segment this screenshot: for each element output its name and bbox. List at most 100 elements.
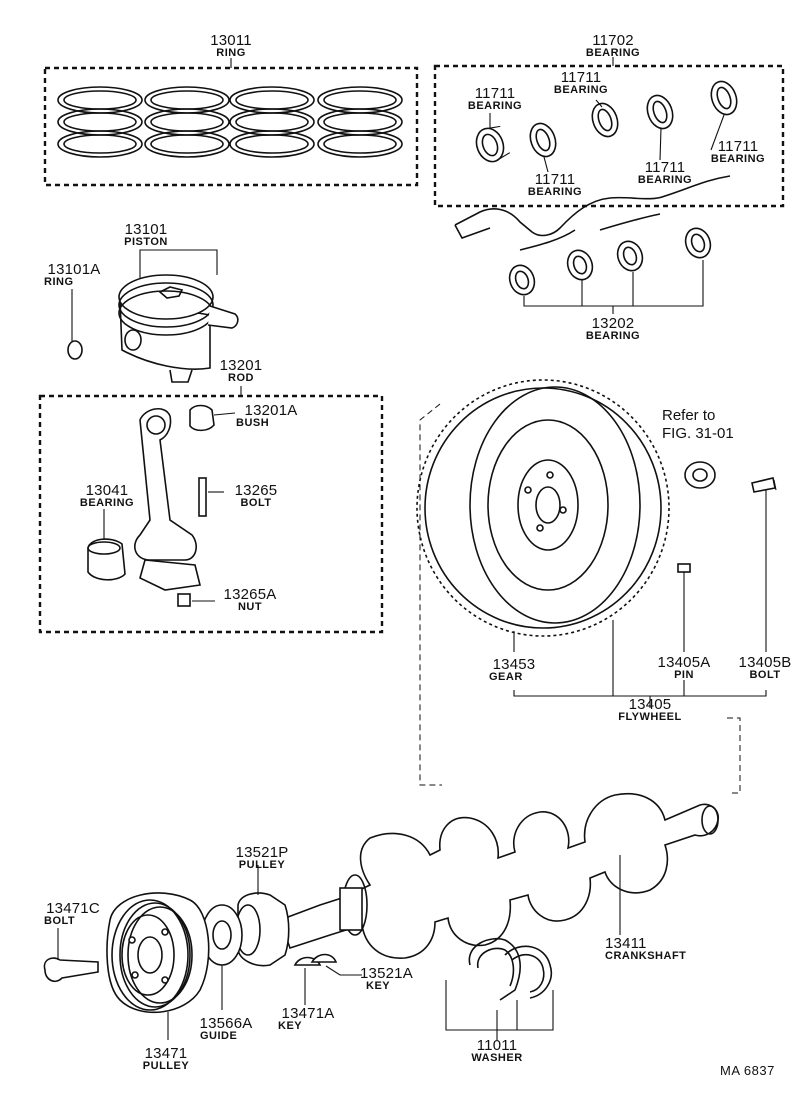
part-label-pulley-bolt: 13471C BOLT [38, 901, 108, 927]
part-name: KEY [278, 1020, 303, 1032]
part-label-key-13521a: 13521A KEY [360, 966, 430, 992]
part-label-flywheel-pin: 13405A PIN [649, 655, 719, 681]
part-number: 13041 [85, 482, 129, 499]
part-name: GUIDE [200, 1030, 238, 1042]
part-label-main-bearing-d: 11711 BEARING [630, 160, 700, 186]
part-label-flywheel: 13405 FLYWHEEL [605, 697, 695, 723]
part-number: 13405A [657, 654, 711, 671]
part-label-rod-bearing: 13041 BEARING [72, 483, 142, 509]
part-label-washer: 11011 WASHER [462, 1038, 532, 1064]
part-name: GEAR [489, 671, 523, 683]
crankshaft-shadow [454, 175, 731, 251]
part-number: 11711 [474, 85, 516, 102]
part-number: 11711 [534, 171, 576, 188]
part-number: 13201 [219, 357, 263, 374]
part-label-crank-pulley: 13521P PULLEY [227, 845, 297, 871]
part-label-flywheel-bolt: 13405B BOLT [730, 655, 800, 681]
part-number: 13453 [492, 656, 536, 673]
part-number: 11711 [717, 138, 759, 155]
part-number: 11702 [592, 32, 634, 49]
flywheel-drawing [416, 379, 777, 708]
piston-ring-stacks [57, 86, 403, 158]
part-name: RING [216, 47, 246, 59]
figure-code: MA 6837 [720, 1063, 775, 1078]
part-name: WASHER [471, 1052, 523, 1064]
part-label-ring-set: 13011 RING [201, 33, 261, 59]
part-name: BEARING [467, 100, 523, 112]
part-number: 13521P [235, 844, 289, 861]
part-number: 13265 [234, 482, 278, 499]
ring-set-box [43, 58, 419, 187]
part-name: BEARING [553, 84, 609, 96]
part-label-lower-bearing: 13202 BEARING [578, 316, 648, 342]
part-name: FLYWHEEL [618, 711, 682, 723]
reference-line-2: FIG. 31-01 [662, 425, 734, 442]
part-name: BEARING [710, 153, 766, 165]
part-number: 13202 [591, 315, 635, 332]
crank-pulley-drawing [201, 865, 362, 1010]
part-number: 11711 [560, 69, 602, 86]
part-name: PULLEY [142, 1060, 190, 1072]
part-label-rod-nut: 13265A NUT [215, 587, 285, 613]
part-name: CRANKSHAFT [605, 950, 687, 962]
part-name: BEARING [585, 330, 641, 342]
part-name: KEY [366, 980, 391, 992]
part-label-main-bearing-e: 11711 BEARING [703, 139, 773, 165]
part-number: 11711 [644, 159, 686, 176]
crankshaft-drawing [278, 793, 720, 959]
connecting-rod-drawing [87, 404, 236, 607]
part-label-main-bearing-c: 11711 BEARING [520, 172, 590, 198]
reference-line-1: Refer to [662, 407, 716, 424]
part-name: BOLT [240, 497, 272, 509]
part-number: 13471 [144, 1045, 188, 1062]
part-name: RING [44, 276, 74, 288]
part-number: 13101A [47, 261, 101, 278]
part-label-main-bearing-a: 11711 BEARING [460, 86, 530, 112]
part-label-pulley: 13471 PULLEY [131, 1046, 201, 1072]
part-label-piston: 13101 PISTON [111, 222, 181, 248]
part-number: 13566A [199, 1015, 253, 1032]
part-label-rod: 13201 ROD [211, 358, 271, 384]
part-name: BOLT [749, 669, 781, 681]
part-name: BEARING [585, 47, 641, 59]
thrust-washers-drawing [445, 938, 554, 1040]
part-name: ROD [228, 372, 254, 384]
part-name: PULLEY [238, 859, 286, 871]
part-name: BEARING [79, 497, 135, 509]
piston-drawing [67, 249, 239, 383]
part-name: BUSH [236, 417, 270, 429]
part-name: PISTON [124, 236, 168, 248]
part-label-main-bearing-b: 11711 BEARING [546, 70, 616, 96]
bearing-set-box [433, 57, 785, 208]
part-name: BEARING [637, 174, 693, 186]
part-name: NUT [237, 601, 263, 613]
part-label-bush: 13201A BUSH [236, 403, 306, 429]
part-number: 13471A [281, 1005, 335, 1022]
part-label-key-13471a: 13471A KEY [273, 1006, 343, 1032]
part-number: 13471C [46, 900, 100, 917]
part-number: 13405 [628, 696, 672, 713]
part-label-bearing-set: 11702 BEARING [573, 33, 653, 59]
part-name: PIN [674, 669, 694, 681]
part-label-guide: 13566A GUIDE [186, 1016, 266, 1042]
part-name: BOLT [44, 915, 76, 927]
part-label-crankshaft: 13411 CRANKSHAFT [600, 936, 700, 962]
rod-box [38, 386, 384, 634]
part-number: 13101 [124, 221, 168, 238]
assembly-guide-lines [419, 403, 741, 794]
part-name: BEARING [527, 186, 583, 198]
part-label-rod-bolt: 13265 BOLT [226, 483, 286, 509]
figure-reference: Refer to FIG. 31-01 [662, 408, 734, 441]
part-number: 13201A [244, 402, 298, 419]
lower-main-bearings [508, 227, 712, 314]
part-number: 13011 [210, 32, 252, 49]
part-number: 11011 [476, 1037, 518, 1054]
part-number: 13405B [738, 654, 792, 671]
part-number: 13265A [223, 586, 277, 603]
pulley-drawing [43, 892, 210, 1040]
part-label-gear: 13453 GEAR [479, 657, 549, 683]
part-number: 13521A [360, 965, 413, 982]
part-number: 13411 [605, 935, 647, 952]
part-label-piston-ring: 13101A RING [44, 262, 104, 288]
